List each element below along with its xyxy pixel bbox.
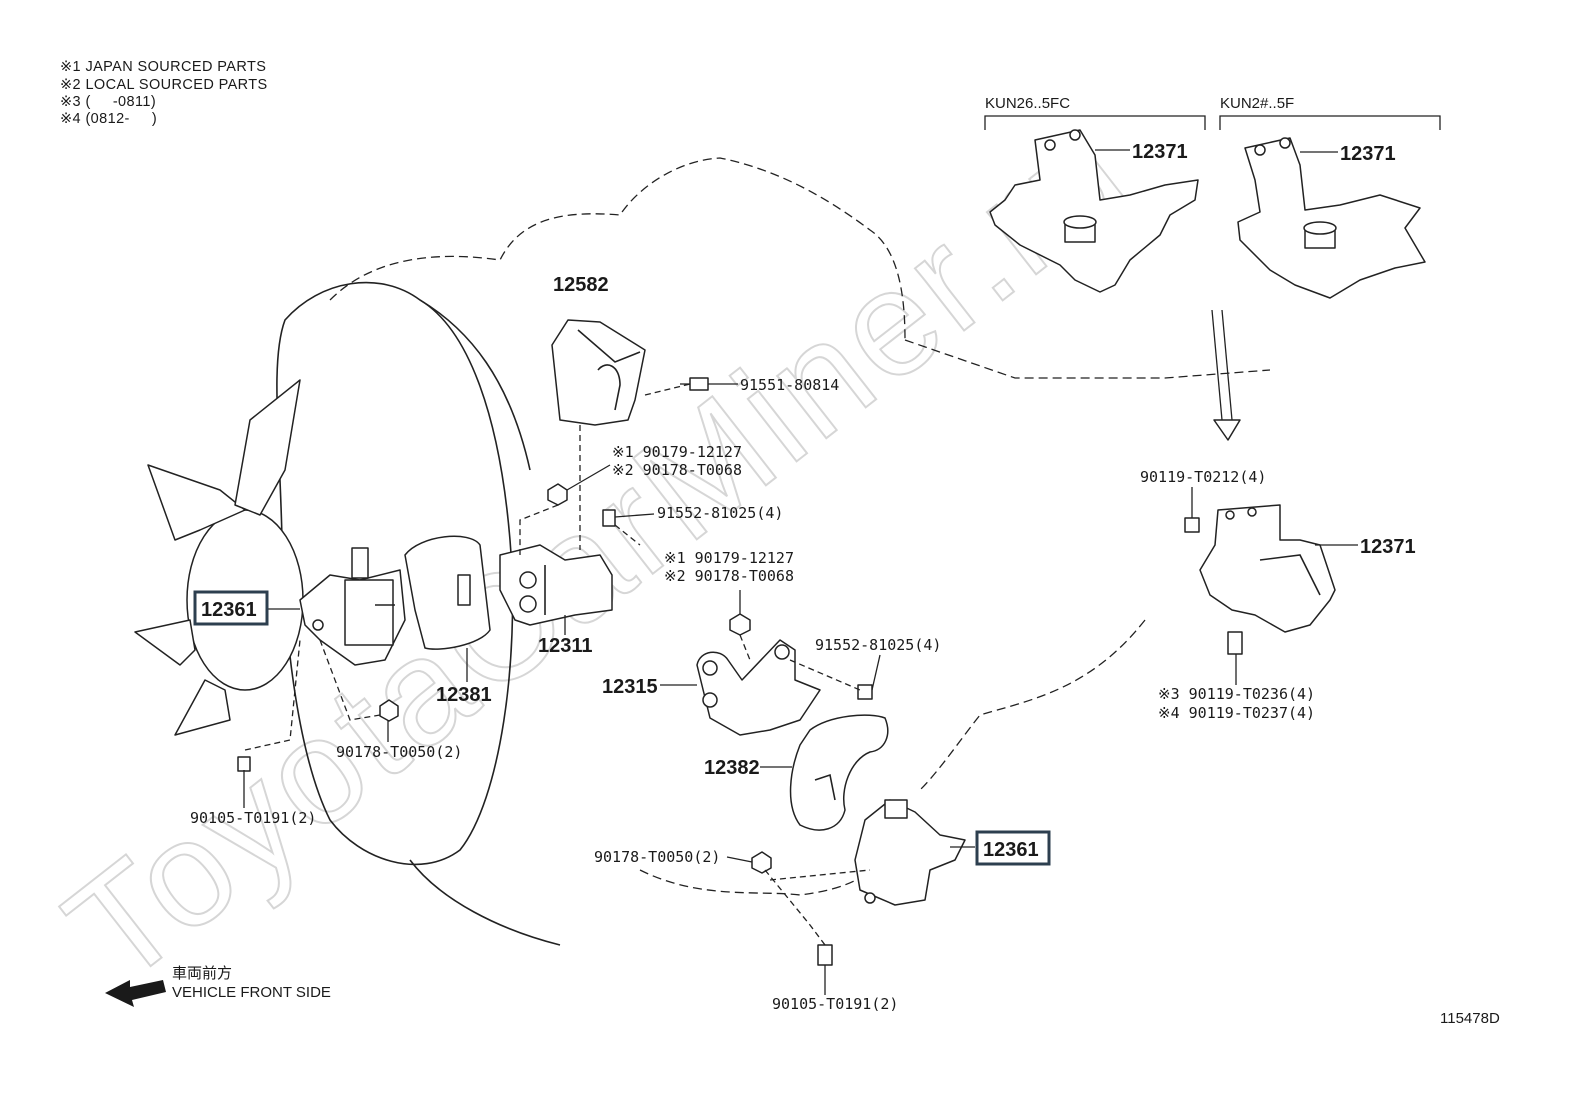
note-1: ※1 JAPAN SOURCED PARTS <box>60 59 266 75</box>
assembly-lines <box>244 383 871 946</box>
part-12382[interactable]: 12382 <box>704 757 760 779</box>
label-90119-t0212[interactable]: 90119-T0212(4) <box>1140 468 1266 486</box>
part-12361-left[interactable]: 12361 <box>201 599 257 621</box>
bolt-91552-a <box>602 509 616 527</box>
part-12361-right[interactable]: 12361 <box>983 839 1039 861</box>
front-label-en: VEHICLE FRONT SIDE <box>172 984 331 1001</box>
fan-blade <box>134 619 196 666</box>
label-90105-t0191-b[interactable]: 90105-T0191(2) <box>772 995 898 1013</box>
part-12361-left-box[interactable]: 12361 <box>193 590 269 626</box>
part-12371-b[interactable]: 12371 <box>1340 143 1396 165</box>
label-90178-t0068-b[interactable]: ※2 90178-T0068 <box>664 567 794 585</box>
label-90119-t0237[interactable]: ※4 90119-T0237(4) <box>1158 704 1315 722</box>
mount-12371-main <box>1199 504 1336 633</box>
figure-id: 115478D <box>1440 1010 1500 1027</box>
part-12315[interactable]: 12315 <box>602 676 658 698</box>
engine-mount-right <box>854 799 966 906</box>
note-4: ※4 (0812- ) <box>60 111 157 127</box>
note-2: ※2 LOCAL SOURCED PARTS <box>60 77 268 93</box>
label-91551-80814[interactable]: 91551-80814 <box>740 376 839 394</box>
part-12582[interactable]: 12582 <box>553 274 609 296</box>
label-90179-12127-b[interactable]: ※1 90179-12127 <box>664 549 794 567</box>
variant-brackets <box>984 115 1441 130</box>
part-12371-a[interactable]: 12371 <box>1132 141 1188 163</box>
bolt-91552-b <box>857 684 873 700</box>
bracket-12315 <box>696 639 821 736</box>
bolt-90119-top <box>1184 517 1200 533</box>
label-90105-t0191-a[interactable]: 90105-T0191(2) <box>190 809 316 827</box>
engine-outline <box>329 157 1271 896</box>
label-90178-t0068-a[interactable]: ※2 90178-T0068 <box>612 461 742 479</box>
variant-arrow <box>1211 309 1241 441</box>
notes-block: ※1 JAPAN SOURCED PARTS ※2 LOCAL SOURCED … <box>60 59 268 127</box>
note-3: ※3 ( -0811) <box>60 94 156 110</box>
label-90179-12127-a[interactable]: ※1 90179-12127 <box>612 443 742 461</box>
fan-blade <box>147 464 246 541</box>
bolt-90105-b <box>817 944 833 966</box>
label-91552-81025-a[interactable]: 91552-81025(4) <box>657 504 783 522</box>
variant-label-right: KUN2#..5F <box>1220 95 1294 112</box>
leader-lines <box>243 149 1358 995</box>
insulator-left <box>404 535 491 650</box>
cooling-fan <box>134 379 304 736</box>
label-90119-t0236[interactable]: ※3 90119-T0236(4) <box>1158 685 1315 703</box>
bolt-90119-bottom <box>1227 631 1243 655</box>
label-90178-t0050-b[interactable]: 90178-T0050(2) <box>594 848 720 866</box>
part-12311[interactable]: 12311 <box>538 635 593 657</box>
front-label-jp: 車両前方 <box>172 965 232 982</box>
nut-90178-d <box>751 851 772 874</box>
vehicle-front-indicator: 車両前方 VEHICLE FRONT SIDE <box>105 965 331 1007</box>
fasteners <box>237 377 1243 966</box>
fan-blade <box>174 679 231 736</box>
part-12361-right-box[interactable]: 12361 <box>975 830 1051 866</box>
part-12381[interactable]: 12381 <box>436 684 492 706</box>
engine-mount-left <box>299 547 406 666</box>
front-arrow-icon <box>105 980 166 1007</box>
mount-12371-variant-b <box>1237 137 1426 299</box>
mount-12371-variant-a <box>989 129 1199 293</box>
nut-90179-a <box>547 483 568 506</box>
nut-90178-c <box>379 699 399 722</box>
part-12371-c[interactable]: 12371 <box>1360 536 1416 558</box>
fan-blade <box>234 379 301 516</box>
nut-90179-b <box>729 613 751 636</box>
bracket-12311 <box>499 544 613 626</box>
label-91552-81025-b[interactable]: 91552-81025(4) <box>815 636 941 654</box>
bolt-90105-a <box>237 756 251 772</box>
variant-label-left: KUN26..5FC <box>985 95 1070 112</box>
cover-12582 <box>551 319 646 426</box>
label-90178-t0050-a[interactable]: 90178-T0050(2) <box>336 743 462 761</box>
insulator-12382 <box>789 714 889 831</box>
